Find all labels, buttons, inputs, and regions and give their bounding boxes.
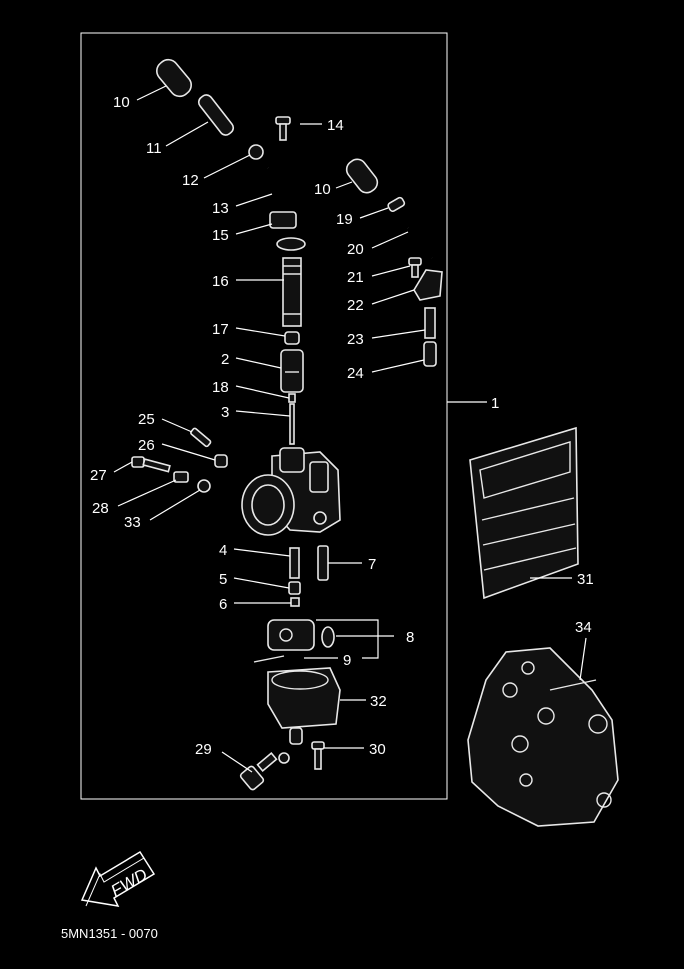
callout-6: 6 [219,596,227,613]
part-bag-31 [469,426,579,600]
part-jet-6 [290,597,300,607]
callout-17: 17 [212,321,229,338]
part-screw-21 [408,257,422,278]
part-hose-10-right [345,158,379,194]
callout-11: 11 [146,140,162,157]
callout-30: 30 [369,741,386,758]
callout-2: 2 [221,351,229,368]
callout-10: 10 [113,94,130,111]
callout-3: 3 [221,404,229,421]
callout-14: 14 [327,117,344,134]
part-screw-30 [311,741,325,770]
callout-12: 12 [182,172,199,189]
part-top-cap-15 [269,211,306,251]
callout-20: 20 [347,241,364,258]
callout-27: 27 [90,467,107,484]
callout-7: 7 [368,556,376,573]
part-drain-screw-29 [239,752,278,791]
leader-lines [113,85,587,773]
callout-22: 22 [347,297,364,314]
callout-8: 8 [406,629,414,646]
callout-10b: 10 [314,181,331,198]
callout-19: 19 [336,211,353,228]
part-spring-28 [173,471,189,483]
callout-33: 33 [124,514,141,531]
part-pilot-jet-7 [317,545,329,581]
part-washer-33 [197,479,211,493]
part-screw-14 [275,116,291,141]
assembly-frame [80,32,448,800]
part-needle-3 [289,403,295,445]
part-clip-18 [288,393,296,403]
part-adjust-screw-27 [131,456,171,473]
part-rod-23 [424,307,436,339]
callout-16: 16 [212,273,229,290]
callout-15: 15 [212,227,229,244]
part-screw-25 [190,427,212,448]
part-hose-10-top [156,58,192,98]
callout-26: 26 [138,437,155,454]
callout-13: 13 [212,200,229,217]
callout-18: 18 [212,379,229,396]
callout-1: 1 [491,395,499,412]
callout-24: 24 [347,365,364,382]
fwd-arrow-icon: FWD [80,850,156,907]
part-hose-11 [197,94,235,136]
part-spacer-34 [467,647,619,827]
part-spring-26 [214,454,228,468]
part-carburetor-body [241,447,341,536]
part-jet-tube-4 [289,547,300,579]
part-jet-5 [288,581,301,595]
part-spring-16 [282,257,302,327]
callout-21: 21 [347,269,364,286]
callout-9: 9 [343,652,351,669]
callout-25: 25 [138,411,155,428]
callout-31: 31 [577,571,594,588]
part-gasket [278,752,290,764]
part-cover-22 [413,269,443,301]
part-throttle-valve-2 [280,349,304,393]
part-pin-9 [253,655,285,663]
callout-28: 28 [92,500,109,517]
callout-labels: 10 11 12 13 14 10 19 15 20 16 21 22 17 2… [90,94,594,758]
part-fitting-19 [387,196,406,213]
callout-34: 34 [575,619,592,636]
callout-5: 5 [219,571,227,588]
callout-32: 32 [370,693,387,710]
callout-23: 23 [347,331,364,348]
part-cap-12 [248,144,264,160]
callout-4: 4 [219,542,227,559]
part-seat-17 [284,331,300,345]
part-plunger-24 [423,341,437,367]
part-float-8 [267,619,335,651]
diagram-code: 5MN1351 - 0070 [61,926,158,941]
callout-29: 29 [195,741,212,758]
part-float-bowl-32 [267,667,341,745]
